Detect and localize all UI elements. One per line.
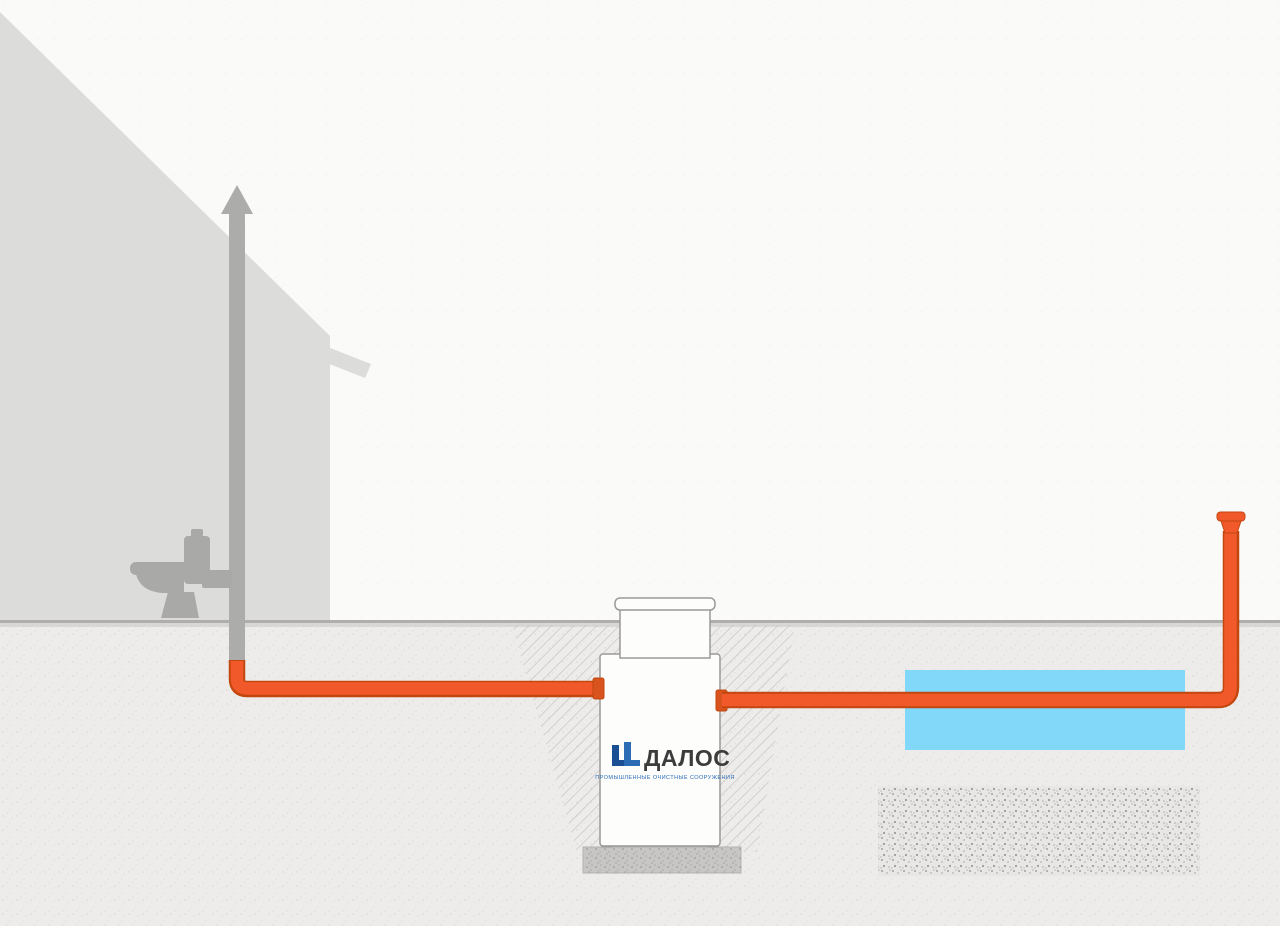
toilet-icon [130, 529, 232, 618]
gravel-bed [878, 786, 1200, 876]
house-vent-pipe [221, 185, 253, 674]
brand-subtitle: ПРОМЫШЛЕННЫЕ ОЧИСТНЫЕ СООРУЖЕНИЯ [595, 775, 735, 781]
house-body [0, 12, 330, 620]
vent-arrow-icon [221, 185, 253, 214]
inlet-coupling [592, 677, 605, 700]
septic-tank [592, 597, 728, 848]
dalos-logo: ДАЛОС ПРОМЫШЛЕННЫЕ ОЧИСТНЫЕ СООРУЖЕНИЯ [595, 742, 735, 781]
water-drainage-field [905, 670, 1185, 750]
vent-pipe-riser [229, 210, 245, 674]
outlet-sewer-pipe [722, 531, 1240, 709]
dalos-logo-icon [612, 742, 640, 766]
house-roof-step [314, 344, 371, 378]
tank-neck [619, 605, 711, 659]
tank-lid [614, 597, 716, 611]
vent-cap-icon [1216, 511, 1246, 534]
house-silhouette [0, 12, 371, 620]
concrete-base [582, 846, 742, 874]
inlet-sewer-pipe [228, 660, 600, 698]
brand-name: ДАЛОС [644, 745, 730, 771]
